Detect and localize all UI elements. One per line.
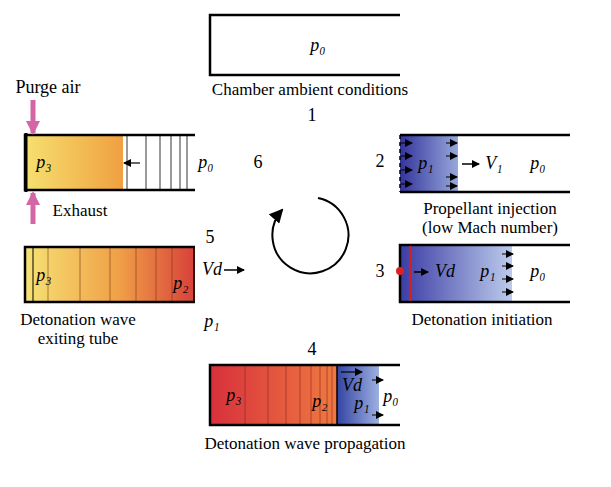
step-number: 1	[308, 106, 317, 126]
stage-caption: Detonation initiation	[372, 311, 592, 330]
flow-symbol: p₂	[312, 392, 327, 412]
step-number: 4	[308, 340, 317, 360]
detonation-tube: p₃p₀Exhaust	[25, 135, 195, 190]
stage-caption: Detonation wave propagation	[175, 435, 435, 454]
stage-caption: Propellant injection (low Mach number)	[408, 200, 573, 237]
flow-symbol: p₀	[530, 154, 545, 174]
flow-symbol: Vd	[342, 376, 362, 396]
stage-caption: Detonation wave exiting tube	[8, 311, 148, 348]
stage-caption: Chamber ambient conditions	[160, 81, 460, 100]
flow-symbol: Vd	[435, 262, 455, 282]
flow-symbol: V₁	[485, 154, 502, 174]
flow-symbol: p₁	[354, 394, 369, 414]
detonation-tube: p₃p₂Vdp₁p₀Detonation wave propagation	[210, 365, 400, 425]
step-number: 5	[206, 228, 215, 248]
step-number: 2	[376, 152, 385, 172]
detonation-tube: p₃p₂VdDetonation wave exiting tube	[25, 247, 195, 302]
flow-symbol: p₀	[383, 387, 398, 407]
flow-symbol: Vd	[202, 260, 222, 280]
flow-symbol: p₃	[36, 266, 51, 286]
flow-symbol: p₁	[418, 154, 433, 174]
flow-symbol: p₀	[530, 262, 545, 282]
detonation-tube: p₁V₁p₀Propellant injection (low Mach num…	[400, 135, 570, 192]
flow-symbol: p₂	[173, 274, 188, 294]
detonation-tube: Vdp₁p₀Detonation initiation	[400, 245, 570, 302]
stage-caption: Exhaust	[20, 202, 140, 221]
flow-symbol: p₁	[204, 312, 219, 332]
flow-symbol: p₃	[36, 153, 51, 173]
flow-symbol: p₃	[226, 386, 241, 406]
purge-label: Purge air	[15, 78, 80, 98]
detonation-tube: p₀Chamber ambient conditions	[210, 15, 400, 75]
flow-symbol: p₀	[310, 36, 325, 56]
step-number: 3	[376, 262, 385, 282]
flow-symbol: p₀	[198, 153, 213, 173]
flow-symbol: p₁	[480, 262, 495, 282]
step-number: 6	[254, 153, 263, 173]
